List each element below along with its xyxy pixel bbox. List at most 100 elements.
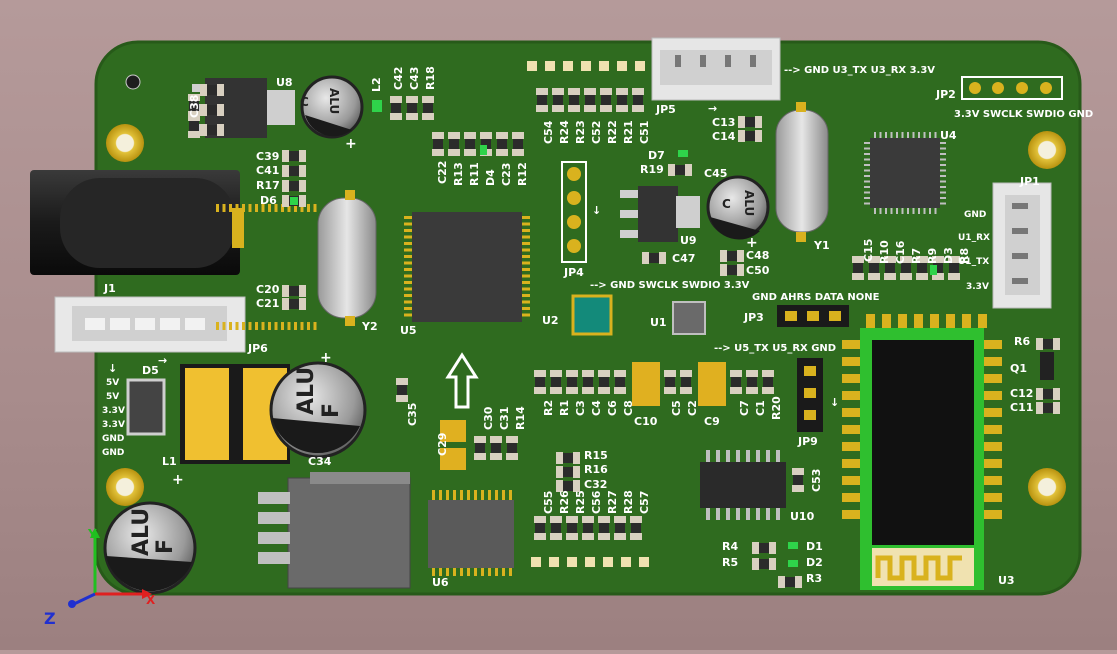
ref-l2: L2 (370, 77, 383, 92)
crystal-y1 (775, 102, 829, 242)
ref-jp9: JP9 (797, 435, 818, 448)
svg-text:+: + (320, 350, 332, 366)
ref-c1: C1 (754, 400, 767, 416)
ref-u8: U8 (276, 76, 293, 89)
ref-r26: R26 (558, 490, 571, 514)
connector-jp1 (992, 182, 1052, 309)
ref-c7: C7 (738, 400, 751, 416)
electrolytic-cap-c34 (269, 361, 367, 459)
axis-triad: Y X Z (44, 527, 156, 628)
ref-u9: U9 (680, 234, 697, 247)
ref-j1: J1 (103, 282, 116, 295)
ref-c45: C45 (704, 167, 727, 180)
ref-c47: C47 (672, 252, 695, 265)
ref-d7: D7 (648, 149, 665, 162)
mcu-u5 (216, 204, 530, 330)
ref-r13: R13 (452, 162, 465, 186)
connector-jp5 (651, 37, 781, 101)
ref-jp4: JP4 (563, 266, 584, 279)
ref-c22: C22 (436, 161, 449, 184)
electrolytic-cap-small-top (300, 75, 364, 139)
arrow-d5: → (158, 354, 167, 367)
ref-d3: D3 (942, 247, 955, 264)
ref-u2: U2 (542, 314, 559, 327)
header-jp4 (561, 161, 587, 263)
ref-r28: R28 (622, 490, 635, 514)
silk-arrow-up (445, 352, 479, 409)
cap-f-bl: F (153, 539, 178, 554)
ref-c35: C35 (406, 403, 419, 426)
ref-c13: C13 (712, 116, 735, 129)
ref-r2: R2 (542, 400, 555, 416)
cap-alu-bl: ALU (129, 508, 154, 556)
ref-c41: C41 (256, 164, 279, 177)
ref-r21: R21 (622, 120, 635, 144)
ref-y2: Y2 (361, 320, 378, 333)
ref-r5: R5 (722, 556, 738, 569)
label-33-a: 3.3V (102, 406, 125, 416)
ref-c50: C50 (746, 264, 770, 277)
ref-c5: C5 (670, 400, 683, 416)
ref-c23: C23 (500, 163, 513, 186)
ref-r19: R19 (640, 163, 664, 176)
cap-c-top: C (300, 95, 309, 109)
ref-r18: R18 (424, 66, 437, 90)
ref-c51: C51 (638, 121, 651, 144)
ref-c30: C30 (482, 406, 495, 430)
ref-c20: C20 (256, 283, 280, 296)
electrolytic-cap-c45 (706, 175, 770, 240)
ref-u1: U1 (650, 316, 667, 329)
ref-r25: R25 (574, 490, 587, 514)
ref-l1: L1 (162, 455, 177, 468)
ref-r6: R6 (1014, 335, 1030, 348)
ref-r1: R1 (558, 400, 571, 416)
ref-r24: R24 (558, 120, 571, 144)
arrow-jp9: ↓ (830, 396, 839, 409)
power-ic (258, 472, 411, 589)
ref-c53: C53 (810, 469, 823, 492)
cap-markings: ALU C ALU C ALU F ALU F (129, 88, 756, 556)
silkscreen: U8 L2 C42 C43 R18 C38 C39 C41 R17 D6 J1 … (102, 65, 1093, 589)
label-jp2-pins: 3.3V SWCLK SWDIO GND (954, 109, 1093, 120)
ref-d6: D6 (260, 194, 277, 207)
ref-u6: U6 (432, 576, 449, 589)
ref-c14: C14 (712, 130, 736, 143)
jumper-jp3 (777, 305, 849, 327)
ref-d5: D5 (142, 364, 159, 377)
label-5v-b: 5V (106, 392, 119, 402)
ic-u10 (700, 450, 786, 520)
ref-c56: C56 (590, 490, 603, 514)
ref-c15: C15 (862, 239, 875, 262)
ref-c12: C12 (1010, 387, 1033, 400)
ref-c39: C39 (256, 150, 279, 163)
mounting-hole (1028, 468, 1066, 506)
ref-c57: C57 (638, 491, 651, 514)
ref-r23: R23 (574, 120, 587, 144)
label-jp5-pins: --> GND U3_TX U3_RX 3.3V (784, 65, 935, 76)
ref-c16: C16 (894, 240, 907, 264)
label-jp3-pins: GND AHRS DATA NONE (752, 292, 880, 303)
ref-r15: R15 (584, 449, 608, 462)
polarity-marks: ++++ (172, 136, 758, 488)
label-5v-a: 5V (106, 378, 119, 388)
ref-r12: R12 (516, 162, 529, 186)
ref-r7: R7 (910, 248, 923, 264)
ref-c32: C32 (584, 478, 607, 491)
ic-u1 (672, 301, 706, 335)
ref-d2: D2 (806, 556, 823, 569)
ref-jp2: JP2 (935, 88, 956, 101)
label-jp1-33: 3.3V (966, 282, 989, 292)
ref-c42: C42 (392, 67, 405, 90)
label-jp1-rx: U1_RX (958, 233, 990, 243)
module-u3 (842, 314, 1002, 590)
crystal-y2 (317, 190, 377, 326)
ref-c29: C29 (436, 433, 449, 456)
ref-r22: R22 (606, 120, 619, 144)
mounting-hole (106, 124, 144, 162)
cap-alu-c34: ALU (294, 367, 319, 415)
dc-jack-j1 (30, 170, 244, 275)
jumper-jp9 (797, 358, 823, 432)
ref-c9: C9 (704, 415, 720, 428)
